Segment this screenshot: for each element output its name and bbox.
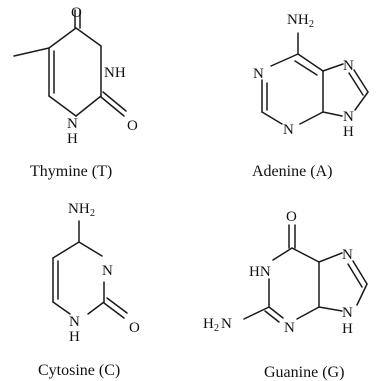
cytosine-bonds (52, 220, 128, 319)
cytosine-amino-subscript: 2 (90, 208, 95, 219)
adenine-bonds (261, 32, 369, 125)
thymine-bonds (13, 9, 127, 117)
cytosine-n3-label: N (102, 263, 113, 279)
thymine-n1-label: N (67, 116, 78, 132)
cytosine-c2-oxygen: O (129, 320, 140, 336)
adenine-caption: Adenine (A) (252, 163, 332, 180)
adenine-n9-hydrogen: H (343, 124, 354, 140)
thymine-caption: Thymine (T) (30, 163, 112, 180)
adenine-n3-label: N (283, 122, 294, 138)
cytosine-structure: NH 2 N N H O Cytosine (C) (38, 201, 140, 379)
cytosine-n1-hydrogen: H (69, 329, 80, 345)
adenine-amino-label: NH (287, 12, 309, 28)
guanine-amino-n: N (221, 316, 232, 332)
cytosine-amino-label: NH (68, 201, 90, 217)
adenine-n9-label: N (343, 109, 354, 125)
guanine-amino-subscript: 2 (214, 323, 219, 334)
guanine-carbonyl-oxygen: O (286, 209, 297, 225)
guanine-bonds (243, 224, 368, 323)
adenine-n1-label: N (253, 66, 264, 82)
cytosine-caption: Cytosine (C) (38, 362, 120, 379)
guanine-n9-hydrogen: H (342, 321, 353, 337)
adenine-n7-label: N (343, 58, 354, 74)
thymine-carbonyl-oxygen: O (71, 5, 82, 21)
guanine-n3-label: N (284, 320, 295, 336)
thymine-structure: O NH N H O Thymine (T) (13, 5, 138, 180)
thymine-c2-oxygen: O (127, 118, 138, 134)
guanine-caption: Guanine (G) (264, 364, 344, 381)
guanine-n7-label: N (342, 247, 353, 263)
guanine-n1-label: HN (249, 264, 271, 280)
cytosine-n1-label: N (69, 314, 80, 330)
guanine-structure: O HN H 2 N N N N H Guanine (G) (203, 209, 368, 381)
guanine-amino-h: H (203, 316, 214, 332)
guanine-n9-label: N (342, 305, 353, 321)
thymine-n3-label: NH (104, 65, 126, 81)
thymine-n1-hydrogen: H (67, 131, 78, 147)
adenine-structure: NH 2 N N N N H Adenine (A) (252, 12, 369, 180)
adenine-amino-subscript: 2 (309, 19, 314, 30)
